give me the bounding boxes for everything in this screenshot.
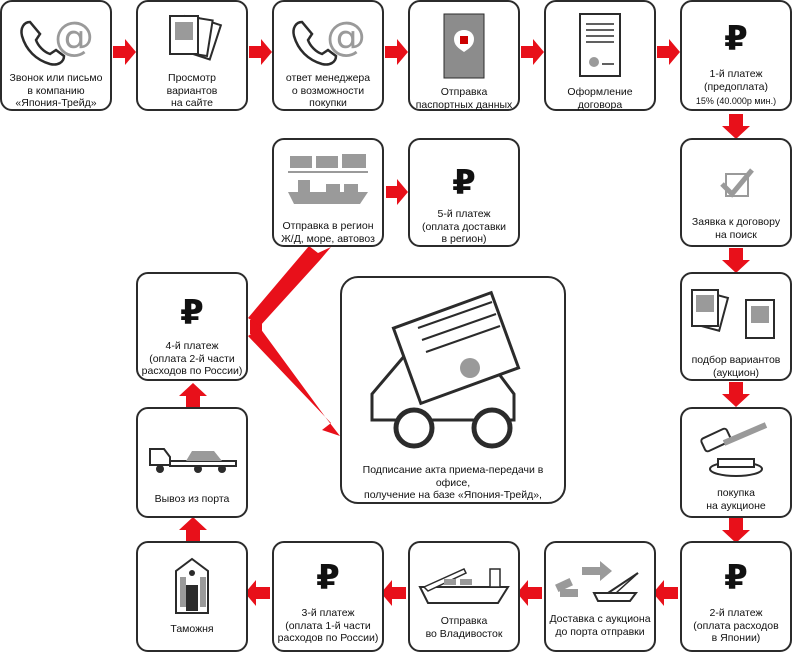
step-call-label: Звонок или письмо в компанию «Япония-Тре… (9, 72, 103, 109)
ruble-icon: ₽ (724, 19, 748, 59)
ruble-icon: ₽ (180, 293, 204, 333)
step-payment3: ₽ 3-й платеж (оплата 1-й части расходов … (272, 541, 384, 652)
step-browse-label: Просмотр вариантов на сайте (166, 72, 218, 109)
phone-at-icon: @ (2, 10, 110, 68)
transport-icon (274, 146, 382, 212)
step-region: Отправка в регион Ж/Д, море, автовоз (272, 138, 384, 247)
arrow-port-payment4 (179, 383, 207, 408)
step-contract-label: Оформление договора (567, 86, 633, 111)
step-delivery-port-label: Доставка с аукциона до порта отправки (549, 613, 651, 638)
step-browse: Просмотр вариантов на сайте (136, 0, 248, 111)
phone-at-icon: @ (274, 10, 382, 68)
step-auction-label: покупка на аукционе (706, 487, 766, 512)
arrow-delivery-vladivostok (517, 580, 542, 606)
step-vladivostok: Отправка во Владивосток (408, 541, 520, 652)
photos-icon (682, 280, 790, 346)
car-document-icon (342, 288, 564, 458)
arrow-passport-contract (521, 39, 544, 65)
arrow-fork-signing (248, 328, 340, 436)
step-payment1-sublabel: 15% (40.000р мин.) (695, 96, 777, 106)
contract-icon (546, 10, 654, 84)
step-manager: @ ответ менеджера о возможности покупки (272, 0, 384, 111)
arrow-fork-region (248, 246, 331, 326)
step-customs-label: Таможня (170, 623, 214, 635)
step-auction: покупка на аукционе (680, 407, 792, 518)
step-payment5: ₽ 5-й платеж (оплата доставки в регион) (408, 138, 520, 247)
step-call: @ Звонок или письмо в компанию «Япония-Т… (0, 0, 112, 111)
arrow-selection-auction (722, 382, 750, 407)
checkbox-icon (682, 160, 790, 210)
step-signing-label: Подписание акта приема-передачи в офисе,… (362, 464, 544, 501)
step-port-export: Вывоз из порта (136, 407, 248, 518)
step-selection: подбор вариантов (аукцион) (680, 272, 792, 381)
step-payment4: ₽ 4-й платеж (оплата 2-й части расходов … (136, 272, 248, 381)
ruble-icon: ₽ (724, 558, 748, 598)
arrow-browse-manager (249, 39, 272, 65)
step-payment1: ₽ 1-й платеж (предоплата) 15% (40.000р м… (680, 0, 792, 111)
step-payment3-label: 3-й платеж (оплата 1-й части расходов по… (277, 607, 379, 644)
step-selection-label: подбор вариантов (аукцион) (691, 354, 781, 379)
arrow-payment2-delivery (653, 580, 678, 606)
step-delivery-port: Доставка с аукциона до порта отправки (544, 541, 656, 652)
step-payment2: ₽ 2-й платеж (оплата расходов в Японии) (680, 541, 792, 652)
step-payment4-label: 4-й платеж (оплата 2-й части расходов по… (141, 340, 243, 377)
step-manager-label: ответ менеджера о возможности покупки (285, 72, 371, 109)
arrow-call-browse (113, 39, 136, 65)
arrow-request-selection (722, 248, 750, 273)
step-region-label: Отправка в регион Ж/Д, море, автовоз (281, 220, 375, 245)
ruble-icon: ₽ (452, 163, 476, 203)
arrow-region-payment5 (386, 179, 408, 205)
gavel-crane-icon (546, 553, 654, 607)
step-passport: Отправка паспортных данных (408, 0, 520, 111)
arrow-vladivostok-payment3 (381, 580, 406, 606)
step-contract: Оформление договора (544, 0, 656, 111)
step-payment2-label: 2-й платеж (оплата расходов в Японии) (693, 607, 779, 644)
ruble-icon: ₽ (316, 558, 340, 598)
arrow-customs-port (179, 517, 207, 542)
step-payment5-label: 5-й платеж (оплата доставки в регион) (422, 208, 506, 245)
step-request: Заявка к договору на поиск (680, 138, 792, 247)
arrow-manager-passport (385, 39, 408, 65)
car-truck-icon (138, 431, 246, 477)
step-payment1-label: 1-й платеж (предоплата) (703, 68, 769, 93)
step-customs: Таможня (136, 541, 248, 652)
step-vladivostok-label: Отправка во Владивосток (425, 615, 503, 640)
passport-icon (410, 10, 518, 84)
arrow-payment3-customs (245, 580, 270, 606)
step-passport-label: Отправка паспортных данных (415, 86, 513, 111)
step-signing: Подписание акта приема-передачи в офисе,… (340, 276, 566, 504)
step-port-export-label: Вывоз из порта (154, 493, 230, 505)
ship-icon (410, 557, 518, 611)
gavel-icon (682, 419, 790, 481)
arrow-payment1-request (722, 114, 750, 139)
photos-icon (138, 10, 246, 68)
step-request-label: Заявка к договору на поиск (691, 216, 781, 241)
customs-building-icon (138, 555, 246, 615)
arrow-contract-payment1 (657, 39, 680, 65)
arrow-auction-payment2 (722, 518, 750, 543)
